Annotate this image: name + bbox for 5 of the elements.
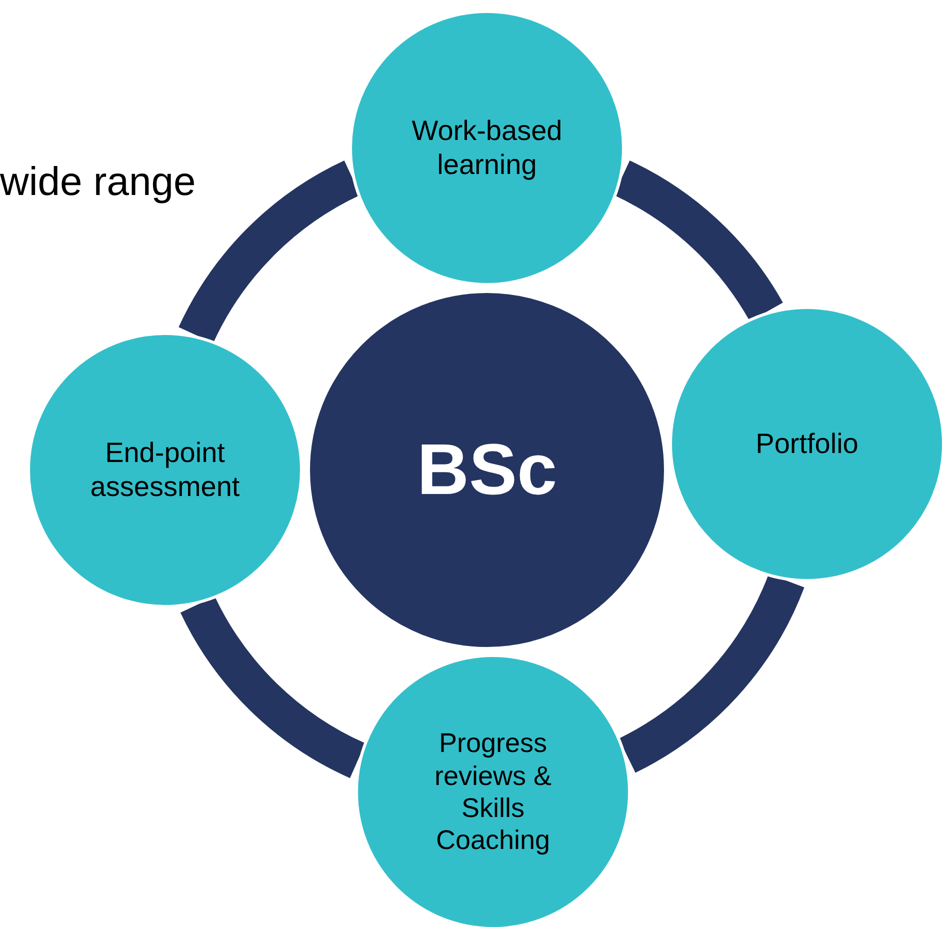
topic-label: Progress reviews & Skills Coaching <box>433 727 553 857</box>
topic-label: Work-based learning <box>410 114 564 182</box>
center-title: BSc <box>416 434 558 506</box>
topic-label: Portfolio <box>756 427 858 461</box>
topic-label: End-point assessment <box>89 436 241 504</box>
